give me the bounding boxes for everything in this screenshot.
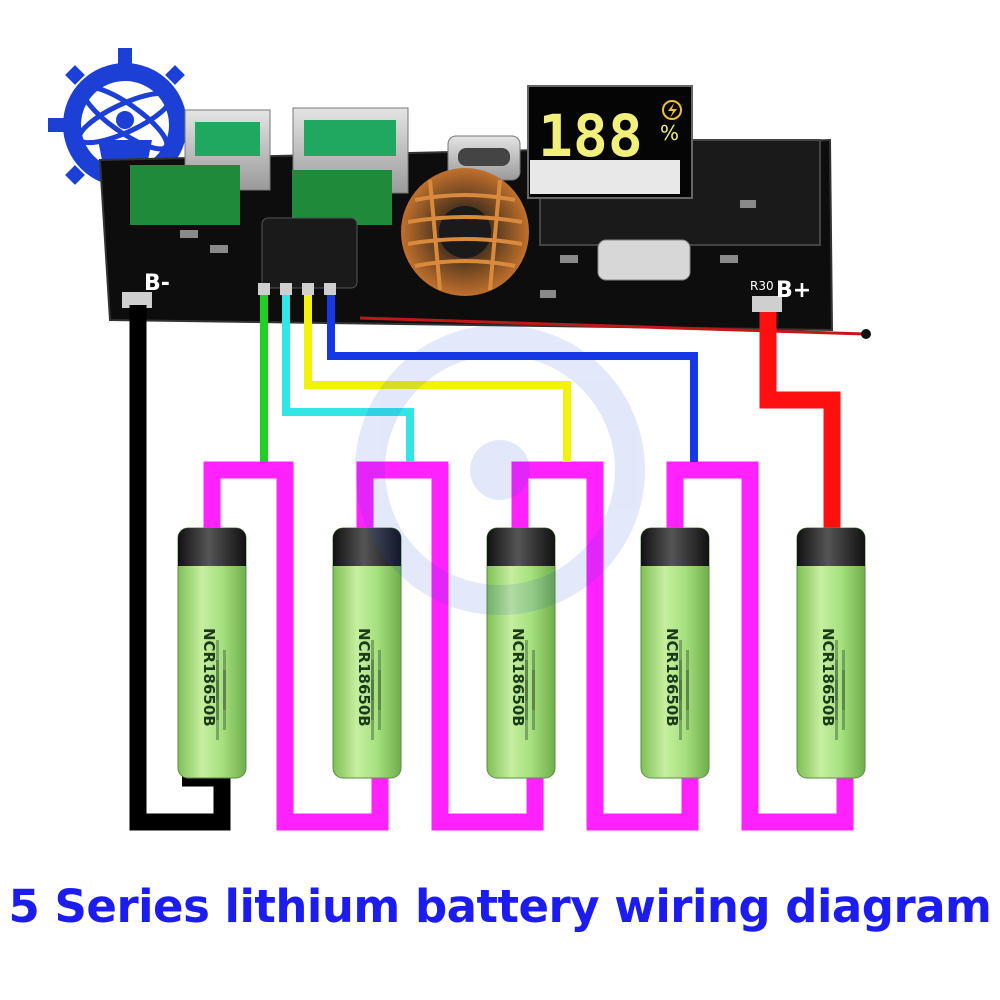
battery-model-label: NCR18650B <box>663 628 681 727</box>
battery-model-label: NCR18650B <box>200 628 218 727</box>
label-r30: R30 <box>750 279 774 293</box>
atom-orbit-icon <box>76 90 174 146</box>
battery-model-label: NCR18650B <box>509 628 527 727</box>
battery-cells: NCR18650B NCR18650B NCR18650B NCR18650B NCR1… <box>177 527 866 779</box>
lightning-icon <box>662 100 682 120</box>
battery-cell: NCR18650B <box>177 527 247 779</box>
battery-cell: NCR18650B <box>486 527 556 779</box>
caption: 5 Series lithium battery wiring diagram <box>8 880 992 933</box>
usb-a-port-left <box>130 109 271 225</box>
temperature-sensor-wire <box>359 316 866 336</box>
label-b-plus: B+ <box>776 278 811 303</box>
battery-model-label: NCR18650B <box>819 628 837 727</box>
link-4-5 <box>666 461 854 831</box>
battery-cell: NCR18650B <box>332 527 402 779</box>
battery-cell: NCR18650B <box>640 527 710 779</box>
toroid-inductor <box>401 168 529 296</box>
positive-wire <box>759 312 841 530</box>
balance-wire-blue <box>327 295 698 462</box>
balance-wire-yellow <box>304 295 571 462</box>
watermark-logo <box>355 325 645 615</box>
pcb-board: 188 % <box>98 85 871 339</box>
link-3-4 <box>511 461 699 831</box>
display-percent: % <box>660 121 679 145</box>
display-digits: 188 <box>538 102 643 170</box>
series-links <box>203 461 854 831</box>
link-1-2 <box>203 461 389 831</box>
label-b-minus: B- <box>144 271 170 296</box>
balance-wire-cyan <box>282 295 414 462</box>
choke <box>261 217 358 289</box>
usb-a-port-right <box>292 107 409 225</box>
capacitor <box>597 239 691 281</box>
link-2-3 <box>356 461 544 831</box>
battery-cell: NCR18650B <box>796 527 866 779</box>
battery-model-label: NCR18650B <box>355 628 373 727</box>
